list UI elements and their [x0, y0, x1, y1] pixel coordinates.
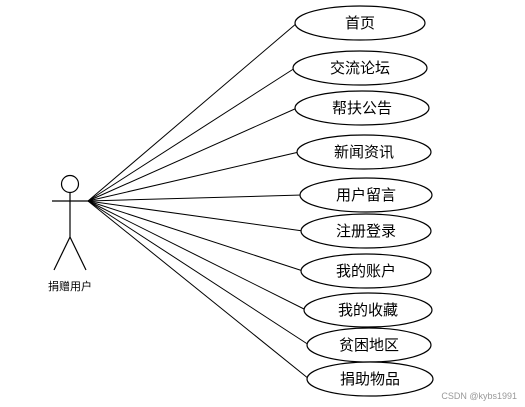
association-line	[87, 67, 296, 202]
use-case-ellipse	[296, 134, 432, 170]
use-case-ellipse	[306, 361, 434, 397]
use-case-label: 贫困地区	[339, 336, 399, 354]
use-case-ellipse	[300, 253, 432, 289]
use-case-ellipse	[294, 5, 426, 41]
actor: 捐赠用户	[48, 174, 92, 293]
use-case-label: 新闻资讯	[334, 143, 394, 161]
association-line	[87, 200, 307, 311]
association-line	[87, 151, 300, 202]
watermark: CSDN @kybs1991	[441, 391, 517, 401]
actor-label: 捐赠用户	[48, 279, 92, 293]
use-case: 新闻资讯	[296, 134, 432, 170]
use-case: 用户留言	[299, 177, 433, 213]
use-case-label: 帮扶公告	[332, 99, 392, 117]
association-line	[87, 200, 310, 380]
association-lines	[87, 22, 310, 380]
use-case: 首页	[294, 5, 426, 41]
use-case-label: 我的收藏	[338, 301, 398, 319]
use-case-label: 注册登录	[336, 222, 396, 240]
use-case-label: 我的账户	[336, 262, 396, 280]
association-line	[87, 22, 298, 202]
association-line	[87, 200, 304, 272]
use-case-ellipse	[294, 90, 430, 126]
use-case: 注册登录	[300, 213, 432, 249]
actor-head	[60, 174, 80, 194]
association-line	[87, 200, 310, 346]
use-case: 交流论坛	[292, 50, 428, 86]
association-line	[87, 200, 304, 232]
use-case-label: 用户留言	[336, 186, 396, 204]
use-case-ellipse	[299, 177, 433, 213]
use-case-label: 交流论坛	[330, 59, 390, 77]
use-case-label: 捐助物品	[340, 370, 400, 388]
use-case-ellipse	[303, 292, 433, 328]
actor-left-leg	[53, 236, 71, 271]
use-case: 贫困地区	[306, 327, 432, 363]
use-case: 我的账户	[300, 253, 432, 289]
use-case-ellipse	[292, 50, 428, 86]
use-case: 帮扶公告	[294, 90, 430, 126]
use-case-label: 首页	[345, 14, 375, 32]
use-case-ellipse	[300, 213, 432, 249]
actor-right-leg	[69, 236, 87, 271]
association-line	[87, 194, 303, 202]
use-case: 我的收藏	[303, 292, 433, 328]
association-line	[87, 107, 298, 202]
use-case: 捐助物品	[306, 361, 434, 397]
